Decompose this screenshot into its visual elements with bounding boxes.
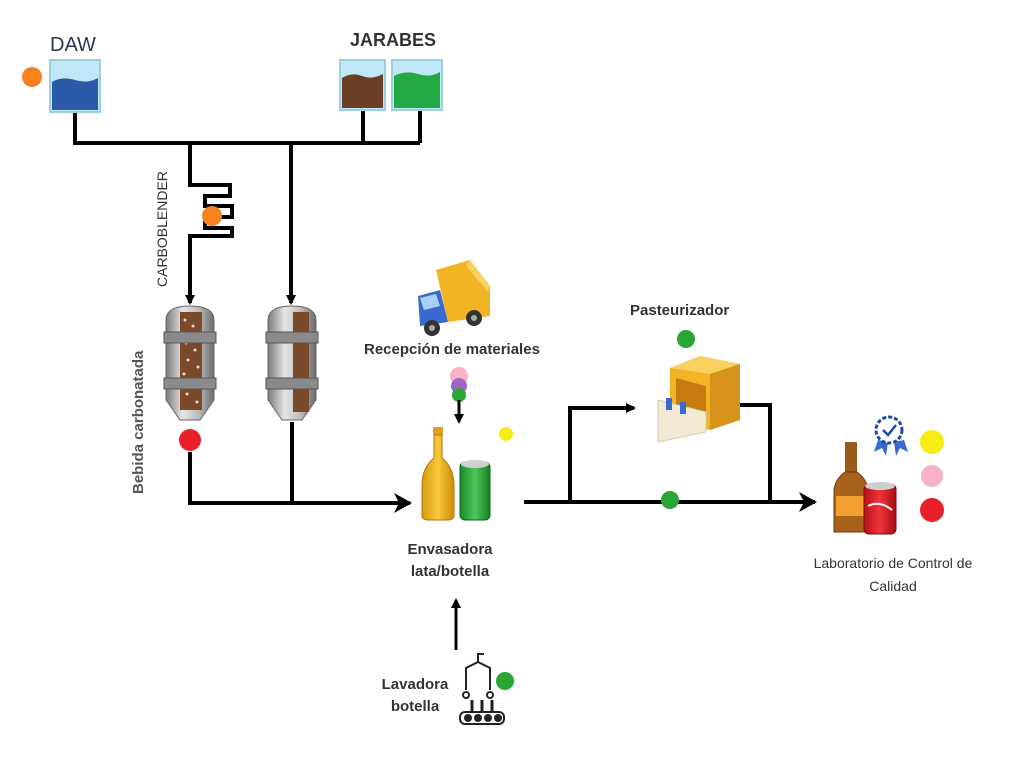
pipe-network bbox=[73, 108, 422, 305]
label-laboratorio-2: Calidad bbox=[869, 578, 917, 594]
materials-dots bbox=[450, 367, 468, 402]
red-dot-lab bbox=[920, 498, 944, 522]
orange-dot-daw bbox=[22, 67, 42, 87]
truck-icon bbox=[418, 260, 490, 336]
green-dot-line bbox=[661, 491, 679, 509]
yellow-dot-lab bbox=[920, 430, 944, 454]
bottle-icon bbox=[421, 427, 455, 521]
label-lavadora-1: Lavadora bbox=[381, 676, 449, 693]
label-envasadora-1: Envasadora bbox=[407, 541, 493, 558]
label-envasadora-2: lata/botella bbox=[410, 563, 490, 580]
tank-icon-carbonated bbox=[163, 305, 217, 421]
award-badge-icon bbox=[874, 415, 908, 456]
yellow-dot-envasadora bbox=[499, 427, 513, 441]
daw-tank bbox=[49, 59, 101, 113]
pink-dot-lab bbox=[921, 465, 943, 487]
red-dot-tank bbox=[179, 429, 201, 451]
washer-icon bbox=[459, 653, 505, 725]
lab-bottle-icon bbox=[833, 442, 869, 533]
orange-dot-carboblender bbox=[202, 206, 222, 226]
pipe-to-envasadora bbox=[188, 422, 412, 513]
lab-can-icon bbox=[863, 482, 897, 535]
can-icon bbox=[459, 460, 491, 521]
label-pasteurizador: Pasteurizador bbox=[630, 302, 730, 319]
pasteurizer-icon bbox=[657, 356, 740, 443]
green-dot-lavadora bbox=[496, 672, 514, 690]
label-recepcion: Recepción de materiales bbox=[364, 341, 540, 358]
label-daw: DAW bbox=[50, 34, 96, 56]
jarabe-tank-brown bbox=[339, 59, 386, 111]
label-jarabes: JARABES bbox=[350, 30, 437, 50]
green-dot-pasteurizador bbox=[677, 330, 695, 348]
label-bebida-carbonatada: Bebida carbonatada bbox=[130, 350, 147, 494]
tank-icon-second bbox=[265, 305, 319, 421]
label-lavadora-2: botella bbox=[390, 698, 440, 715]
label-laboratorio-1: Laboratorio de Control de bbox=[813, 555, 973, 571]
jarabe-tank-green bbox=[391, 59, 443, 111]
label-carboblender: CARBOBLENDER bbox=[154, 171, 170, 287]
